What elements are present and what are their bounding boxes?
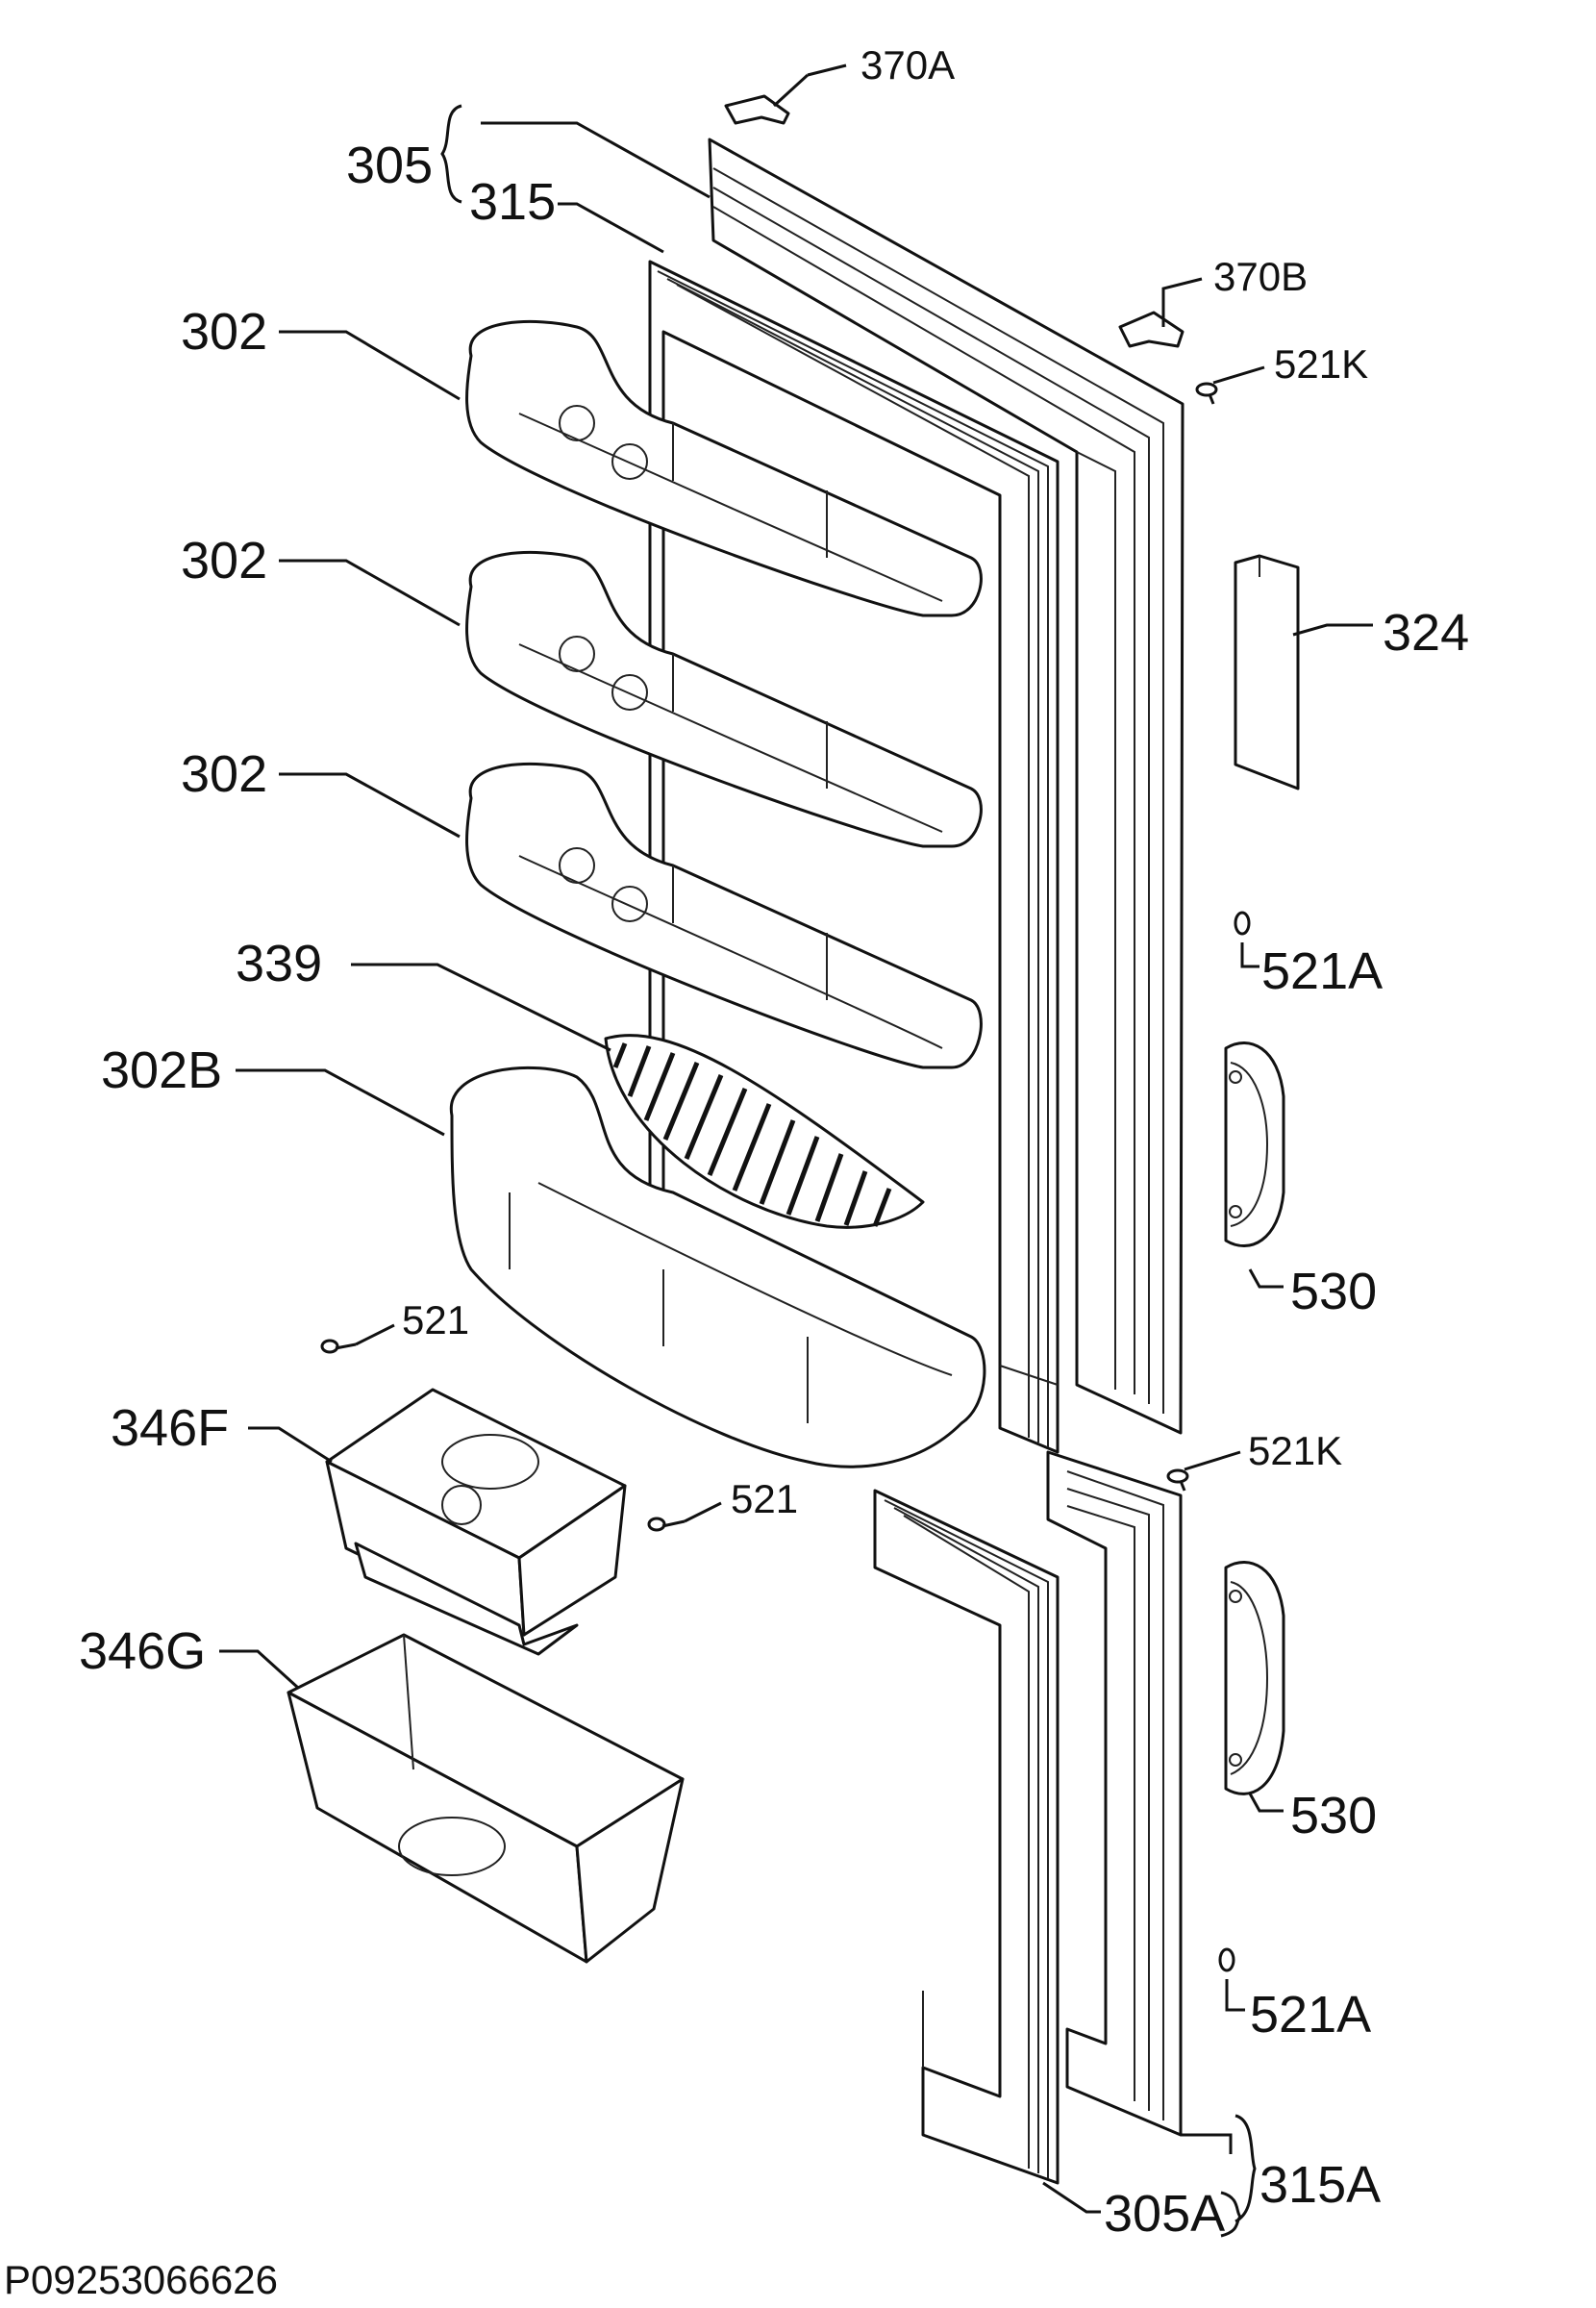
lower-door-gasket	[873, 1489, 1060, 2185]
callout-346f: 346F	[111, 1399, 229, 1457]
upper-door-assembly	[648, 138, 1185, 1454]
door-shelf-302-1	[465, 319, 983, 617]
handle-530-bottom	[1224, 1561, 1285, 1795]
cap-521a-top	[1234, 911, 1251, 936]
callout-302-second: 302	[181, 532, 267, 590]
dairy-compartment-346f	[325, 1388, 627, 1656]
screw-521-mid	[647, 1517, 686, 1532]
hinge-cover-370b	[1118, 311, 1185, 348]
handle-530-top	[1224, 1041, 1285, 1247]
door-shelf-302-3	[465, 762, 983, 1069]
callout-315a: 315A	[1259, 2156, 1381, 2214]
callout-302-third: 302	[181, 745, 267, 803]
cap-521a-bottom	[1218, 1947, 1235, 1972]
callout-302b: 302B	[101, 1041, 222, 1099]
callout-305a: 305A	[1104, 2185, 1225, 2243]
callout-305: 305	[346, 137, 433, 194]
screw-521-left	[320, 1339, 357, 1354]
callout-521-mid: 521	[731, 1476, 798, 1521]
callout-labels: 370A 305 315 370B 521K 302 302 324 302 5…	[4, 42, 1469, 2302]
top-hinge-cover-370a	[724, 94, 790, 125]
callout-521-left: 521	[402, 1297, 469, 1342]
door-shelf-302-2	[465, 550, 983, 848]
callout-339: 339	[236, 935, 322, 992]
callout-346g: 346G	[79, 1622, 206, 1680]
callout-530-top: 530	[1290, 1263, 1377, 1320]
callout-530-bottom: 530	[1290, 1787, 1377, 1844]
callout-521a-top: 521A	[1261, 942, 1383, 1000]
callout-521a-bottom: 521A	[1250, 1986, 1371, 2044]
screw-521k-top	[1195, 382, 1218, 405]
callout-370a: 370A	[860, 42, 955, 88]
callout-302-first: 302	[181, 303, 267, 361]
door-bin-346g	[287, 1633, 685, 1964]
screw-521k-bottom	[1166, 1468, 1189, 1492]
callout-370b: 370B	[1213, 254, 1308, 299]
callout-315: 315	[469, 173, 556, 231]
lower-door-panel	[1046, 1450, 1183, 2137]
door-label-324	[1234, 554, 1300, 790]
callout-521k-bottom: 521K	[1248, 1428, 1342, 1473]
leader-lines	[219, 63, 1373, 2238]
callout-324: 324	[1383, 604, 1469, 662]
callout-521k-top: 521K	[1274, 341, 1368, 387]
diagram-id: P09253066626	[4, 2257, 278, 2302]
bottle-rack-339	[604, 1034, 925, 1229]
lower-door-assembly	[873, 1450, 1183, 2185]
door-shelf-302b	[449, 1066, 986, 1468]
